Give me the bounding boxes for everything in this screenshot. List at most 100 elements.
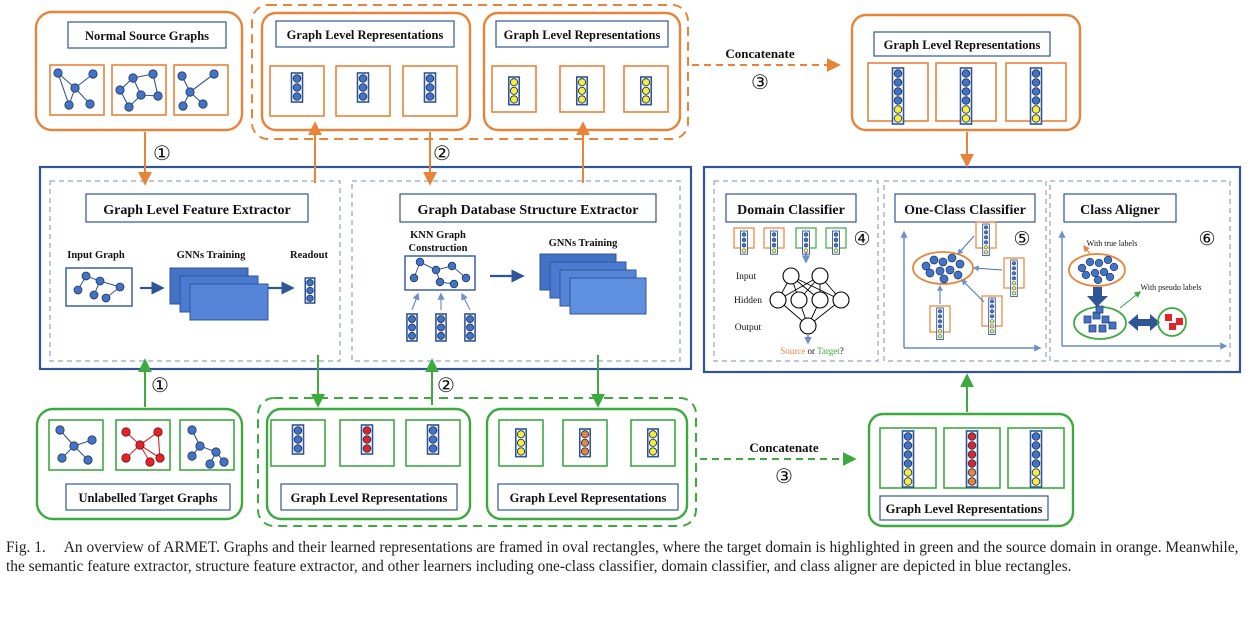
vector-element — [903, 459, 913, 468]
mini-vector — [982, 223, 990, 257]
vector-element — [989, 319, 995, 324]
vector-element — [989, 324, 995, 329]
vector-element — [293, 435, 303, 444]
target-structure-representations: Graph Level Representations — [485, 407, 689, 521]
vector-element — [833, 237, 839, 243]
vector-element — [989, 314, 995, 319]
vector-element — [893, 78, 903, 87]
class-aligner-title: Class Aligner — [1080, 203, 1160, 218]
vector-element — [983, 245, 989, 250]
vector-element — [967, 477, 977, 486]
vector-element — [771, 232, 777, 237]
vector-element — [1011, 286, 1017, 291]
vector-element — [577, 95, 587, 104]
feature-vector-anomalous — [965, 430, 979, 488]
target-class-squares — [1083, 305, 1117, 333]
vector-element — [425, 92, 435, 101]
vector-element — [937, 309, 943, 314]
vector-element — [741, 243, 747, 248]
vector-element — [741, 232, 747, 237]
vector-element — [967, 468, 977, 477]
true-labels-text: With true labels — [1087, 239, 1138, 248]
mini-vector — [802, 230, 810, 255]
vector-element — [641, 86, 651, 95]
source-panel-title: Normal Source Graphs — [85, 29, 209, 43]
vector-frame — [832, 230, 840, 255]
vector-element — [358, 74, 368, 83]
vector-element — [771, 243, 777, 248]
vector-element — [967, 459, 977, 468]
vector-frame — [965, 430, 979, 488]
feature-vector — [514, 428, 528, 458]
mini-vector — [832, 230, 840, 255]
feature-vector — [646, 428, 660, 458]
diagram-canvas: Normal Source Graphs Graph Level Represe… — [34, 4, 1242, 528]
tgt-structure-rep-title: Graph Level Representations — [510, 491, 667, 505]
feature-vector-anomalous — [360, 424, 374, 455]
vector-element — [937, 324, 943, 329]
vector-element — [293, 444, 303, 453]
vector-element — [961, 78, 971, 87]
vector-frame — [936, 307, 944, 341]
out-source-text: Source — [780, 346, 805, 356]
vector-frame — [770, 230, 778, 255]
vector-element — [648, 438, 658, 447]
vector-element — [408, 331, 416, 340]
vector-frame — [740, 230, 748, 255]
vector-element — [641, 95, 651, 104]
vector-element — [408, 315, 416, 324]
out-or-text: or — [805, 346, 817, 356]
feature-vector — [959, 67, 973, 125]
feature-vector — [901, 430, 915, 488]
vector-element — [741, 237, 747, 243]
vector-element — [937, 314, 943, 319]
feature-vector — [575, 76, 589, 106]
feature-vector — [290, 72, 304, 103]
feature-extractor-title: Graph Level Feature Extractor — [103, 203, 291, 218]
vector-element — [989, 304, 995, 309]
vector-frame — [901, 430, 915, 488]
vector-element — [362, 426, 372, 435]
readout-vector — [304, 277, 316, 304]
vector-element — [803, 232, 809, 237]
vector-element — [425, 74, 435, 83]
layer-input-label: Input — [736, 272, 756, 282]
feature-vector — [639, 76, 653, 106]
vector-element — [358, 83, 368, 92]
source-graph-3 — [177, 69, 219, 111]
feature-extractor-dashed-box — [49, 180, 341, 362]
input-graph-label: Input Graph — [67, 250, 125, 261]
feature-vector — [1029, 67, 1043, 125]
vector-element — [509, 86, 519, 95]
vector-element — [292, 74, 302, 83]
class-aligner: Class Aligner ⑥ With true labels With ps… — [1058, 193, 1228, 350]
normal-cluster-points — [921, 253, 965, 284]
target-graph-2-anomalous — [121, 427, 165, 467]
step5-marker: ⑤ — [1013, 229, 1030, 250]
vector-element — [466, 315, 474, 324]
vector-element — [1011, 271, 1017, 276]
vector-element — [580, 438, 590, 447]
concatenate-label-bottom: Concatenate — [749, 440, 819, 455]
structure-gnn-layers-stack — [539, 253, 647, 315]
target-graph-3 — [187, 425, 229, 469]
vector-element — [1031, 477, 1041, 486]
vector-element — [903, 450, 913, 459]
source-semantic-representations: Graph Level Representations — [260, 11, 472, 132]
feature-vector — [891, 67, 905, 125]
target-representations-dashed-group — [257, 397, 697, 527]
vector-element — [306, 294, 314, 302]
vector-element — [983, 250, 989, 255]
graph-database-structure-extractor: Graph Database Structure Extractor KNN G… — [399, 193, 657, 342]
source-concat-representations: Graph Level Representations — [850, 13, 1082, 132]
vector-element — [893, 114, 903, 123]
source-class-points — [1077, 255, 1119, 285]
feature-vector — [426, 424, 440, 455]
vector-element — [937, 329, 943, 334]
knn-label-line1: KNN Graph — [410, 230, 466, 241]
vector-element — [903, 477, 913, 486]
neural-net-nodes — [769, 267, 850, 335]
target-graphs-panel: Unlabelled Target Graphs — [35, 407, 244, 521]
feature-vector — [507, 76, 521, 106]
vector-element — [509, 95, 519, 104]
